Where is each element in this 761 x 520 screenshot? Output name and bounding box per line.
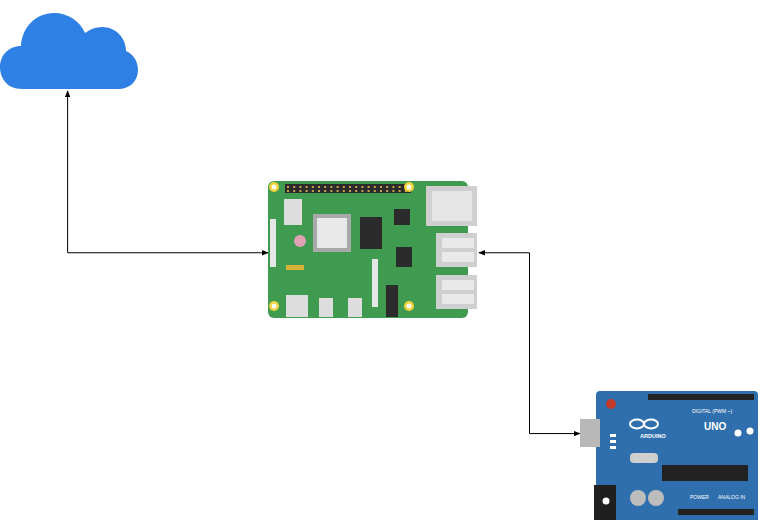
connector-arrow [68, 91, 268, 253]
silkscreen-label: POWER [690, 495, 709, 500]
raspberry-pi-board [268, 181, 479, 319]
connector-arrow [479, 253, 580, 434]
arduino-uno-board [580, 391, 760, 520]
cloud-icon [0, 5, 138, 91]
arduino-uno-board: ARDUINO UNO DIGITAL (PWM ~) POWER ANALOG IN [580, 391, 760, 520]
cloud-icon [0, 5, 138, 91]
board-label: ARDUINO [640, 434, 666, 440]
silkscreen-label: ANALOG IN [718, 495, 745, 500]
board-label: UNO [704, 422, 726, 432]
raspberry-pi-board [268, 181, 479, 319]
silkscreen-label: DIGITAL (PWM ~) [692, 409, 732, 414]
